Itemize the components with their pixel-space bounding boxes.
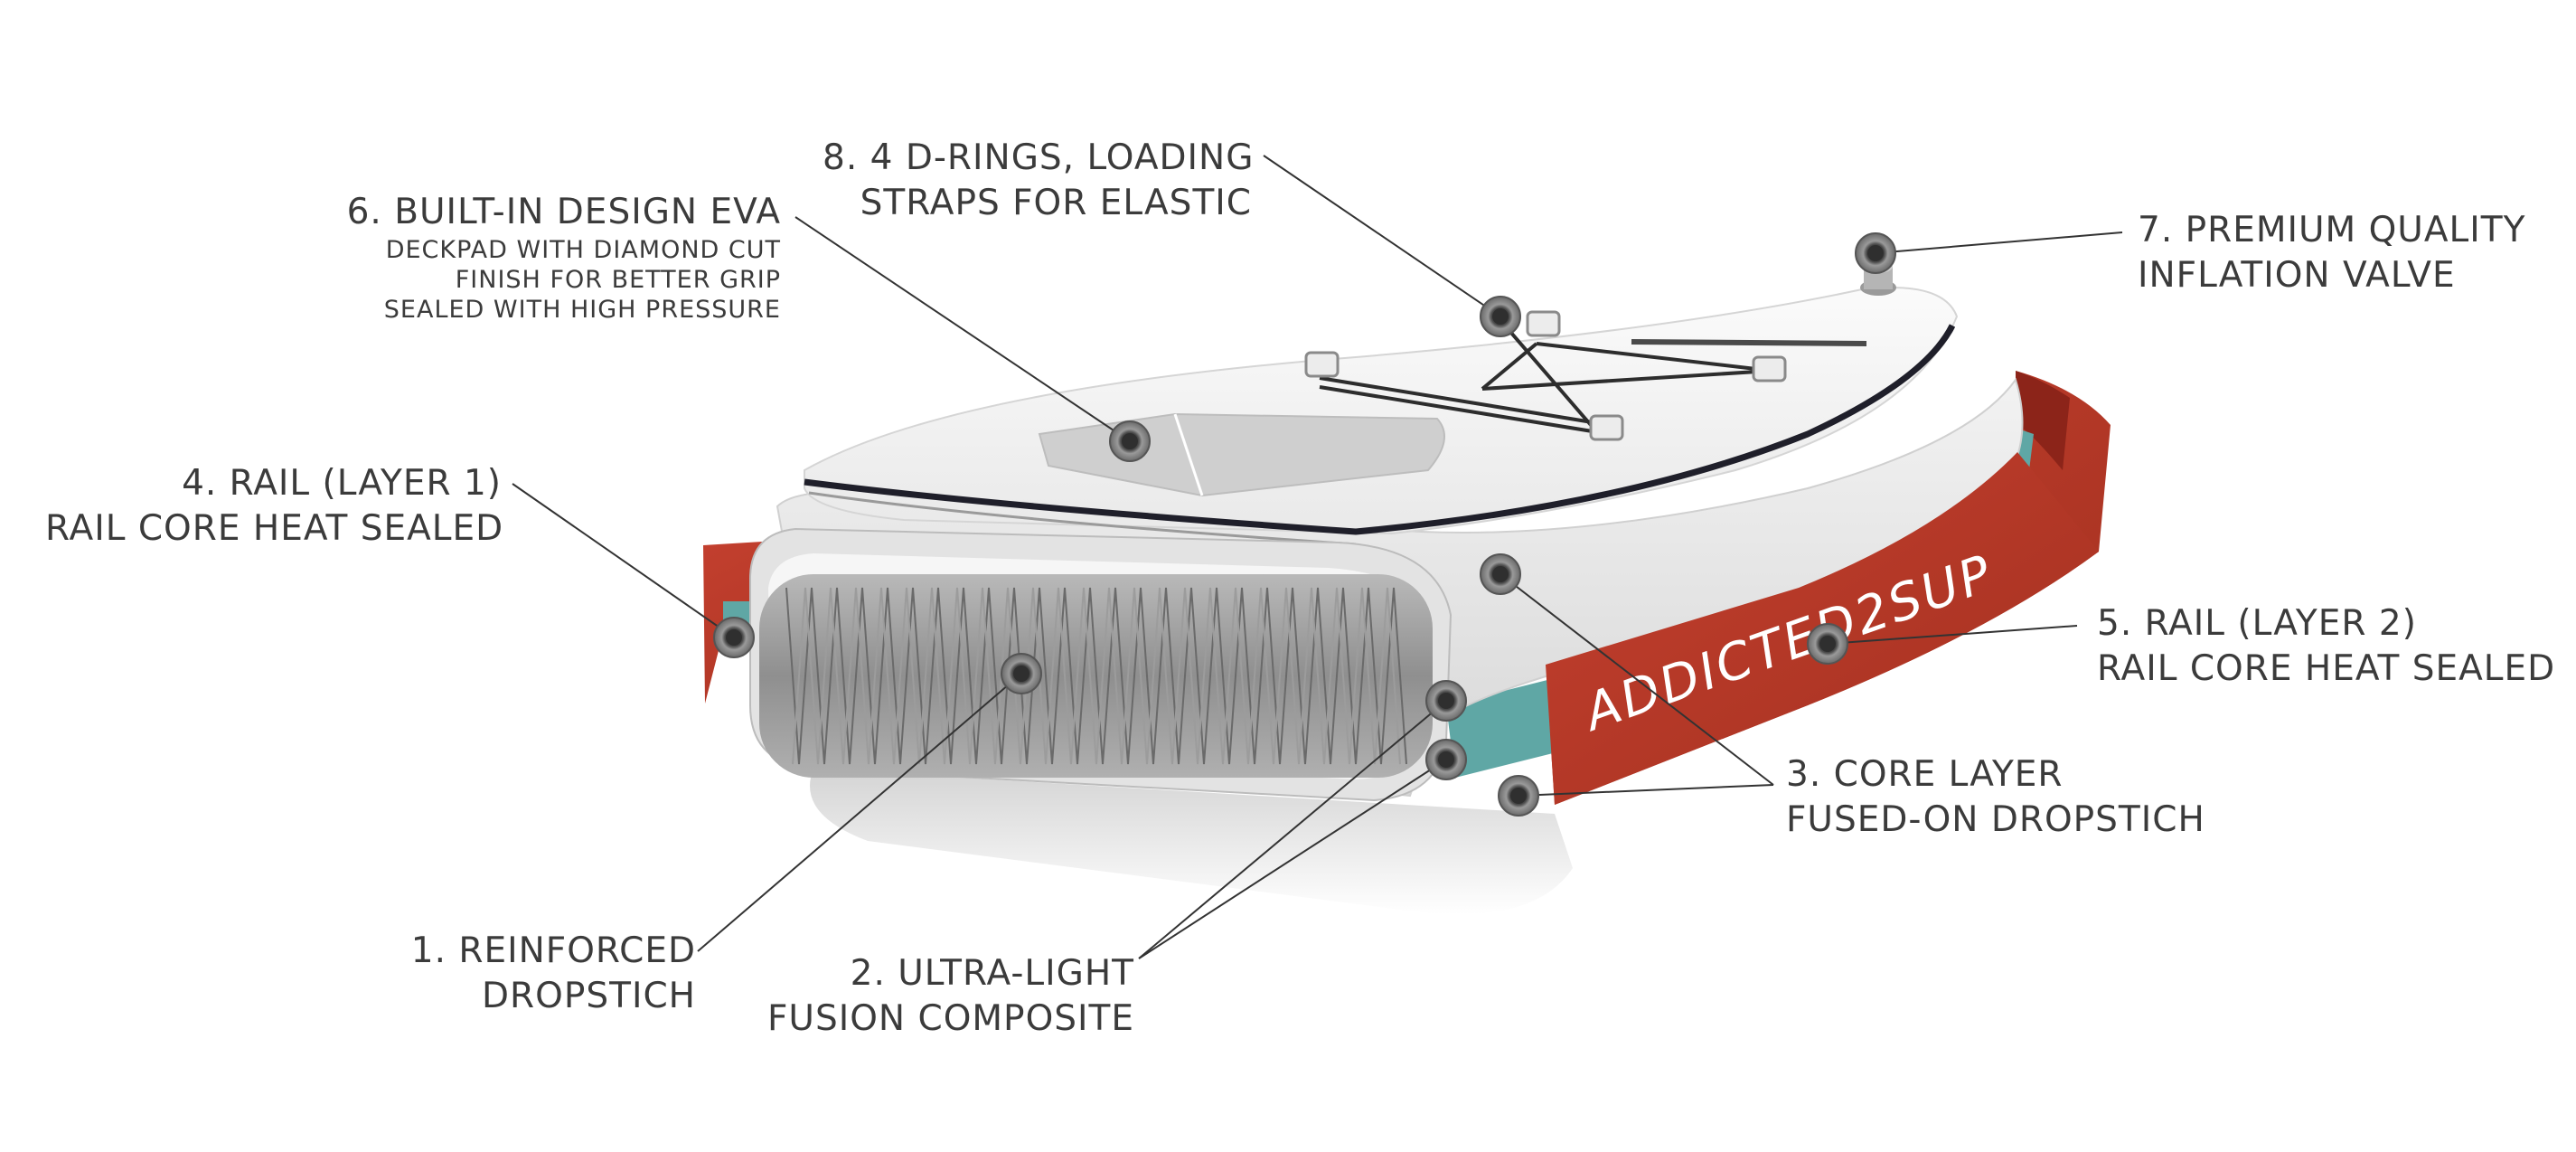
leader-lines bbox=[512, 155, 2123, 959]
callout-rail-layer-2: 5. RAIL (LAYER 2) RAIL CORE HEAT SEALED bbox=[2097, 603, 2556, 689]
callout-inflation-valve: 7. PREMIUM QUALITY INFLATION VALVE bbox=[2138, 210, 2526, 296]
callout-d-rings: 8. 4 D-RINGS, LOADING STRAPS FOR ELASTIC bbox=[823, 137, 1255, 223]
marker-core-layer-b-center bbox=[1510, 788, 1527, 804]
marker-rail-layer-2-center bbox=[1819, 636, 1836, 652]
marker-inflation-valve-center bbox=[1867, 245, 1884, 261]
marker-ultra-light-a-center bbox=[1438, 693, 1454, 709]
callout-markers bbox=[713, 232, 1896, 817]
callout-reinforced-dropstich: 1. REINFORCED DROPSTICH bbox=[410, 930, 696, 1016]
marker-ultra-light-b-center bbox=[1438, 751, 1454, 768]
board-shadow bbox=[810, 769, 1573, 915]
rail-layer-2-inner bbox=[2016, 371, 2070, 470]
deck-edge-line bbox=[804, 324, 1956, 535]
callout-core-layer: 3. CORE LAYER FUSED-ON DROPSTICH bbox=[1786, 754, 2205, 840]
callout-eva-deckpad: 6. BUILT-IN DESIGN EVA DECKPAD WITH DIAM… bbox=[346, 192, 781, 324]
callout-ultra-light-fusion-composite: 2. ULTRA-LIGHT FUSION COMPOSITE bbox=[766, 953, 1134, 1039]
marker-reinforced-dropstich-center bbox=[1013, 666, 1029, 682]
dropstich-zigzag bbox=[785, 587, 1407, 765]
marker-d-rings-center bbox=[1492, 308, 1509, 325]
callout-rail-layer-1: 4. RAIL (LAYER 1) RAIL CORE HEAT SEALED bbox=[45, 463, 504, 549]
d-rings bbox=[1319, 324, 1772, 436]
dropstich-zigzag-2 bbox=[792, 587, 1401, 765]
marker-eva-deckpad-center bbox=[1122, 433, 1138, 449]
marker-core-layer-a-center bbox=[1492, 566, 1509, 582]
dropstich-fibres bbox=[785, 587, 1407, 765]
marker-rail-layer-1-center bbox=[726, 629, 742, 646]
